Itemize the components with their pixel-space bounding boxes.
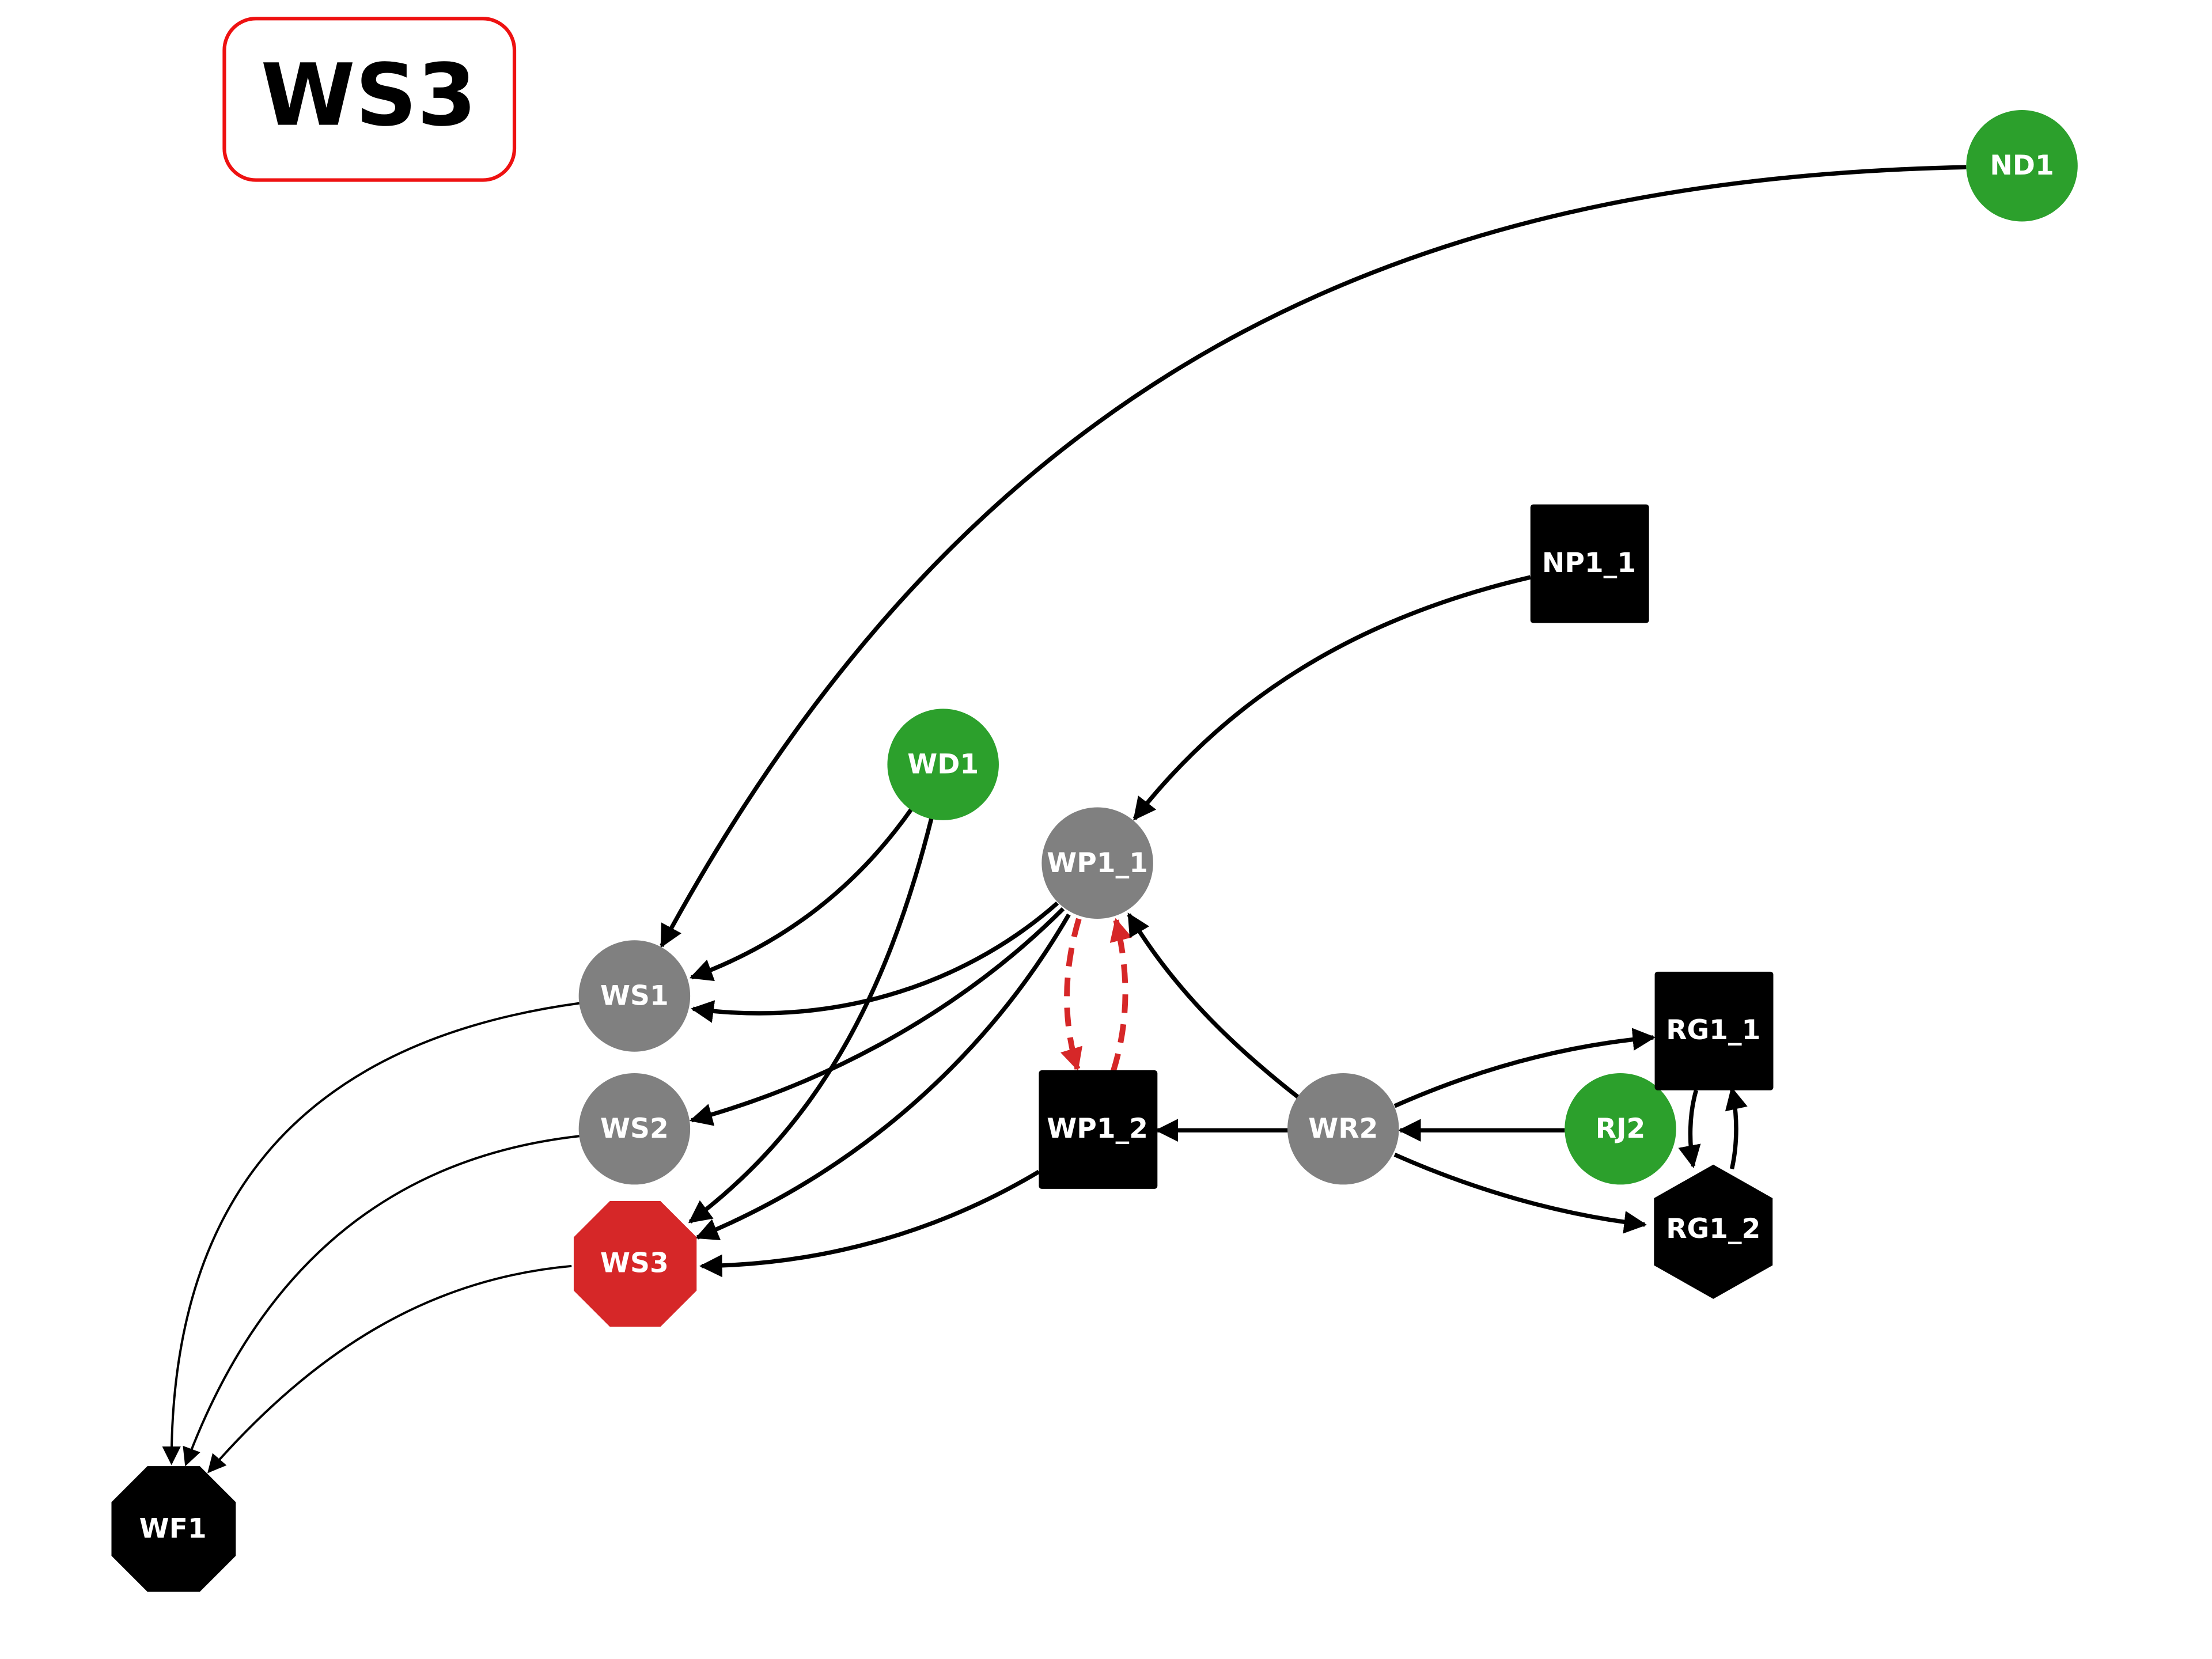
node-ws1[interactable]: WS1 — [578, 940, 691, 1052]
node-wf1-shape — [111, 1466, 236, 1592]
title-box: WS3 — [222, 17, 517, 182]
node-ws3[interactable]: WS3 — [573, 1200, 697, 1327]
node-rg1_1[interactable]: RG1_1 — [1654, 971, 1774, 1090]
edge-wp1_1-wp1_2 — [1060, 918, 1083, 1071]
node-wd1[interactable]: WD1 — [887, 709, 999, 820]
edge-wp1_1-ws1 — [691, 901, 1059, 1023]
node-nd1-label: ND1 — [1990, 150, 2054, 181]
edge-rg1_2-rg1_1 — [1725, 1086, 1748, 1169]
node-nd1-shape — [1966, 110, 2078, 222]
edge-wd1-ws3 — [688, 817, 934, 1224]
node-nd1[interactable]: ND1 — [1966, 110, 2078, 222]
node-ws3-label: WS3 — [600, 1247, 669, 1279]
node-wf1-label: WF1 — [139, 1513, 207, 1545]
node-rg1_1-shape — [1654, 971, 1774, 1090]
node-wp1_1[interactable]: WP1_1 — [1041, 807, 1153, 919]
node-wp1_1-label: WP1_1 — [1047, 847, 1148, 879]
node-np1_1-label: NP1_1 — [1542, 547, 1636, 579]
node-ws2[interactable]: WS2 — [578, 1073, 691, 1185]
node-rj2-shape — [1565, 1073, 1676, 1185]
node-ws1-label: WS1 — [600, 980, 669, 1012]
node-rg1_1-label: RG1_1 — [1666, 1014, 1760, 1046]
edge-wr2-rg1_2 — [1393, 1152, 1647, 1234]
node-rj2-label: RJ2 — [1596, 1113, 1646, 1145]
node-wd1-shape — [887, 709, 999, 820]
node-wp1_2[interactable]: WP1_2 — [1039, 1070, 1158, 1189]
edge-wr2-rg1_1 — [1393, 1028, 1656, 1108]
edge-ws1-wf1 — [162, 1002, 581, 1465]
node-wd1-label: WD1 — [907, 749, 979, 781]
node-rg1_2[interactable]: RG1_2 — [1654, 1164, 1773, 1299]
edge-nd1-ws1 — [660, 165, 1967, 948]
node-ws1-shape — [578, 940, 691, 1052]
edge-wd1-ws1 — [689, 807, 914, 982]
edge-np1_1-wp1_1 — [1132, 575, 1531, 821]
node-rg1_2-label: RG1_2 — [1666, 1213, 1760, 1245]
nodes-layer: ND1 NP1_1 WD1 WP1_1 WS1 WS2 WS3 WP1_2 — [111, 110, 2078, 1592]
title-border — [222, 17, 517, 182]
node-rg1_2-shape — [1654, 1164, 1773, 1299]
edge-wp1_1-ws3 — [695, 913, 1071, 1240]
edge-ws2-wf1 — [183, 1135, 581, 1467]
node-ws2-label: WS2 — [600, 1113, 669, 1145]
node-rj2[interactable]: RJ2 — [1565, 1073, 1676, 1185]
edge-ws3-wf1 — [207, 1264, 572, 1474]
node-ws2-shape — [578, 1073, 691, 1185]
node-ws3-shape — [573, 1200, 697, 1327]
node-wr2-label: WR2 — [1308, 1113, 1378, 1145]
node-np1_1[interactable]: NP1_1 — [1530, 504, 1649, 623]
node-np1_1-shape — [1530, 504, 1649, 623]
edge-wp1_2-wp1_1 — [1109, 918, 1132, 1073]
edges-layer — [162, 165, 1967, 1474]
node-wp1_1-shape — [1041, 807, 1153, 919]
edge-wr2-wp1_1 — [1127, 912, 1302, 1101]
edge-wp1_2-ws3 — [699, 1169, 1040, 1278]
title-text: WS3 — [261, 46, 477, 146]
edge-wp1_1-ws2 — [689, 907, 1065, 1126]
node-wp1_2-shape — [1039, 1070, 1158, 1189]
node-wp1_2-label: WP1_2 — [1047, 1113, 1148, 1145]
node-wr2[interactable]: WR2 — [1287, 1073, 1399, 1185]
node-wf1[interactable]: WF1 — [111, 1466, 236, 1592]
edge-rg1_1-rg1_2 — [1678, 1089, 1701, 1169]
node-wr2-shape — [1287, 1073, 1399, 1185]
